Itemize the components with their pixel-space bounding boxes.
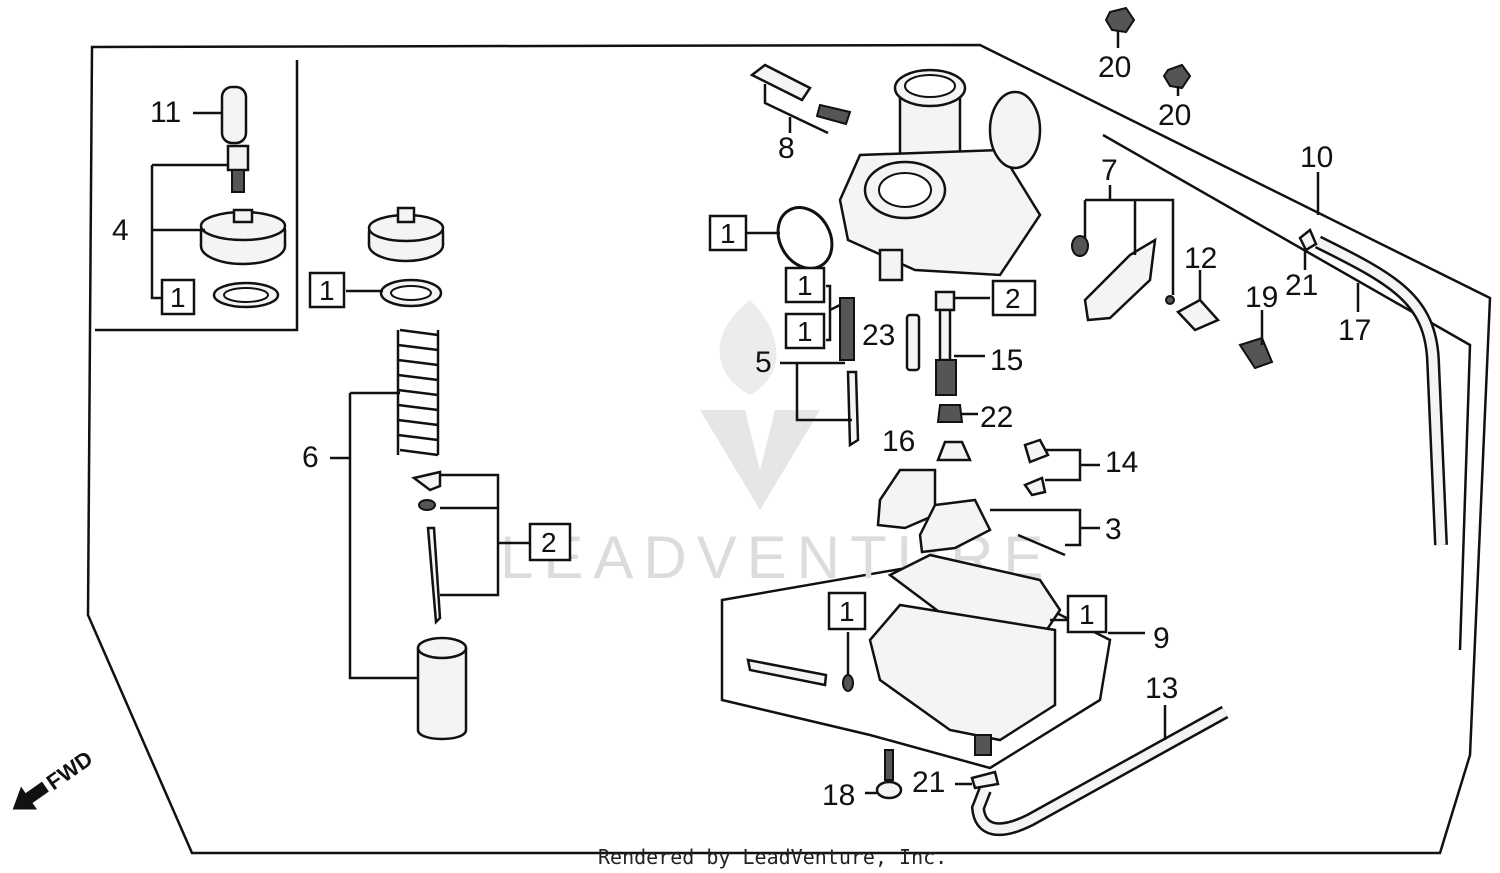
- svg-text:1: 1: [797, 270, 813, 301]
- fwd-arrow: FWD: [12, 746, 97, 810]
- label-22: 22: [980, 401, 1013, 434]
- part-17-hose: [1314, 235, 1448, 546]
- label-14: 14: [1105, 446, 1138, 479]
- bracket-14: [1045, 448, 1100, 482]
- label-17: 17: [1338, 314, 1371, 347]
- part-5-jet: [839, 297, 860, 448]
- part-cap-2: [367, 206, 445, 263]
- label-6: 6: [302, 441, 319, 474]
- part-19-screw: [1238, 336, 1274, 370]
- watermark-flame: [719, 300, 777, 395]
- boxed-label-1f: 1: [827, 591, 867, 631]
- svg-text:2: 2: [541, 527, 557, 558]
- label-8: 8: [778, 132, 795, 165]
- carburetor-body: [838, 68, 1042, 282]
- part-21-clip-a: [1298, 227, 1318, 252]
- label-18: 18: [822, 779, 855, 812]
- label-15: 15: [990, 344, 1023, 377]
- bracket-5: [780, 284, 852, 422]
- boxed-label-1e: 1: [784, 312, 826, 350]
- svg-text:1: 1: [1079, 599, 1095, 630]
- svg-text:1: 1: [170, 282, 186, 313]
- part-22: [936, 404, 964, 423]
- boxed-label-2a: 2: [528, 522, 572, 562]
- part-23-screw: [905, 313, 921, 372]
- inset-box: [95, 60, 299, 332]
- part-8-screw: [749, 63, 852, 126]
- svg-text:1: 1: [319, 275, 335, 306]
- part-6-spring: [396, 328, 440, 457]
- part-15-needle-valve: [934, 290, 957, 396]
- part-9-bowl: [868, 553, 1062, 756]
- svg-text:1: 1: [839, 596, 855, 627]
- label-3: 3: [1105, 513, 1122, 546]
- boxed-label-1a: 1: [160, 278, 196, 316]
- label-23: 23: [862, 319, 895, 352]
- label-19: 19: [1245, 281, 1278, 314]
- label-13: 13: [1145, 672, 1178, 705]
- boxed-label-1g: 1: [1066, 594, 1108, 634]
- part-3-float: [876, 468, 1066, 557]
- boxed-label-1c: 1: [708, 214, 748, 252]
- part-1-gasket-b: [379, 278, 443, 308]
- part-13-tube: [970, 705, 1229, 837]
- label-7: 7: [1101, 154, 1118, 187]
- part-bowl-screw: [746, 658, 854, 692]
- svg-text:1: 1: [720, 218, 736, 249]
- label-12: 12: [1184, 242, 1217, 275]
- part-16: [936, 440, 972, 462]
- part-6-needle: [426, 526, 442, 625]
- bracket-2: [440, 473, 530, 597]
- boxed-label-1b: 1: [308, 271, 346, 309]
- part-4-cap: [199, 208, 287, 266]
- label-16: 16: [882, 425, 915, 458]
- svg-text:2: 2: [1005, 283, 1021, 314]
- assembly-outline: [86, 43, 1492, 855]
- bracket-7: [1083, 185, 1175, 295]
- boxed-label-2b: 2: [991, 279, 1037, 317]
- part-1-gasket-a: [212, 281, 280, 309]
- part-14-float-pin: [1023, 438, 1050, 497]
- part-18-drain-screw: [875, 749, 903, 800]
- part-21-clip-b: [970, 770, 1000, 790]
- part-20-nut-b: [1162, 63, 1192, 90]
- svg-text:1: 1: [797, 316, 813, 347]
- label-21b: 21: [912, 766, 945, 799]
- boxed-label-1d: 1: [784, 266, 826, 304]
- bracket-6: [330, 391, 418, 680]
- leader-8: [763, 84, 829, 135]
- label-5: 5: [755, 346, 772, 379]
- fwd-label: FWD: [42, 746, 97, 795]
- bracket-4: [150, 163, 228, 300]
- part-2-clip: [411, 470, 442, 511]
- label-4: 4: [112, 214, 129, 247]
- bracket-3: [990, 508, 1100, 547]
- label-10: 10: [1300, 141, 1333, 174]
- part-20-nut-a: [1104, 6, 1136, 34]
- label-9: 9: [1153, 622, 1170, 655]
- part-12: [1175, 298, 1221, 332]
- part-6-slide: [416, 636, 468, 741]
- body-outline: [1102, 133, 1472, 651]
- label-20b: 20: [1158, 99, 1191, 132]
- footer-credit: Rendered by LeadVenture, Inc.: [598, 845, 947, 869]
- label-11: 11: [150, 96, 181, 129]
- part-1-oring: [776, 206, 834, 270]
- part-11-plunger: [220, 85, 248, 145]
- label-20a: 20: [1098, 51, 1131, 84]
- label-21a: 21: [1285, 269, 1318, 302]
- watermark-logo: [700, 410, 820, 510]
- part-4-screw: [226, 144, 250, 193]
- part-7-throttle-arm: [1071, 235, 1175, 322]
